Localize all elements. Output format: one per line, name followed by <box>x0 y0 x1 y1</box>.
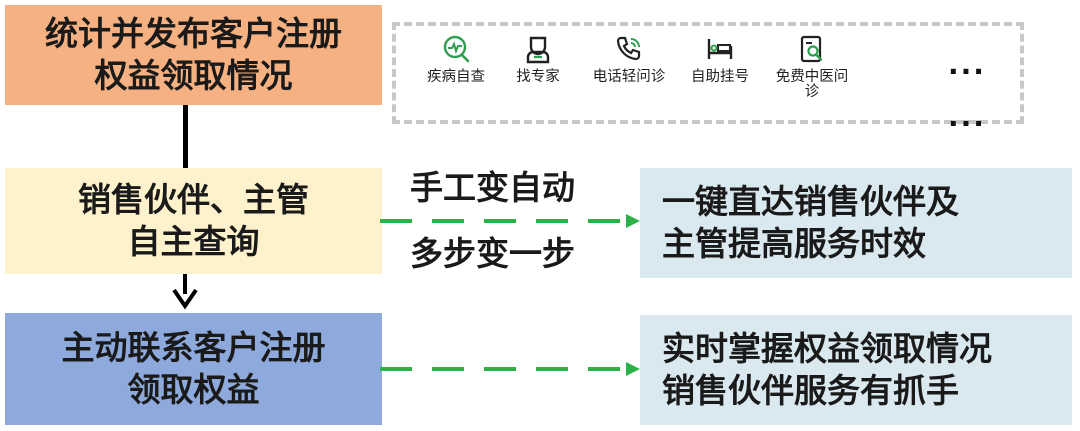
connector-line-top <box>183 105 188 168</box>
dashed-arrow-bottom <box>380 362 640 376</box>
publish-box: 统计并发布客户注册 权益领取情况 <box>5 5 382 105</box>
toolbar-item-phone-consult[interactable]: 电话轻问诊 <box>584 34 674 85</box>
benefit-top-box: 一键直达销售伙伴及 主管提高服务时效 <box>640 168 1072 278</box>
phone-icon <box>616 36 641 61</box>
feature-toolbar: 疾病自查 找专家 电话轻问诊 自助挂号 <box>392 22 1024 133</box>
self-query-box: 销售伙伴、主管 自主查询 <box>5 168 382 274</box>
multi-to-one-label: 多步变一步 <box>410 234 575 273</box>
toolbar-item-label: 自助挂号 <box>691 69 749 85</box>
toolbar-item-free-tcm[interactable]: 免费中医问 诊 <box>767 34 857 99</box>
publish-box-text: 统计并发布客户注册 权益领取情况 <box>45 13 342 95</box>
bed-icon <box>707 39 733 59</box>
benefit-bottom-box-text: 实时掌握权益领取情况 销售伙伴服务有抓手 <box>662 328 992 410</box>
toolbar-item-disease-check[interactable]: 疾病自查 <box>411 34 501 85</box>
dashed-arrow-top <box>380 214 640 228</box>
manual-to-auto-label: 手工变自动 <box>410 168 575 207</box>
self-query-box-text: 销售伙伴、主管 自主查询 <box>78 179 309 261</box>
toolbar-item-self-register[interactable]: 自助挂号 <box>675 34 765 85</box>
contact-customer-box: 主动联系客户注册 领取权益 <box>5 313 382 425</box>
more-indicator[interactable]: ... <box>948 48 986 81</box>
toolbar-item-find-expert[interactable]: 找专家 <box>493 34 583 85</box>
tcm-search-icon <box>800 35 823 63</box>
benefit-bottom-box: 实时掌握权益领取情况 销售伙伴服务有抓手 <box>640 315 1072 425</box>
connector-line-bottom <box>183 274 187 294</box>
contact-customer-box-text: 主动联系客户注册 领取权益 <box>61 327 326 409</box>
toolbar-item-label: 免费中医问 诊 <box>775 69 849 100</box>
arrowhead-down-icon <box>172 288 198 310</box>
stethoscope-icon <box>443 35 470 63</box>
more-indicator[interactable]: ... <box>948 100 986 133</box>
toolbar-item-label: 电话轻问诊 <box>592 69 666 85</box>
toolbar-item-label: 疾病自查 <box>427 69 485 85</box>
toolbar-item-label: 找专家 <box>516 69 560 85</box>
doctor-icon <box>526 36 550 64</box>
benefit-top-box-text: 一键直达销售伙伴及 主管提高服务时效 <box>662 181 959 263</box>
